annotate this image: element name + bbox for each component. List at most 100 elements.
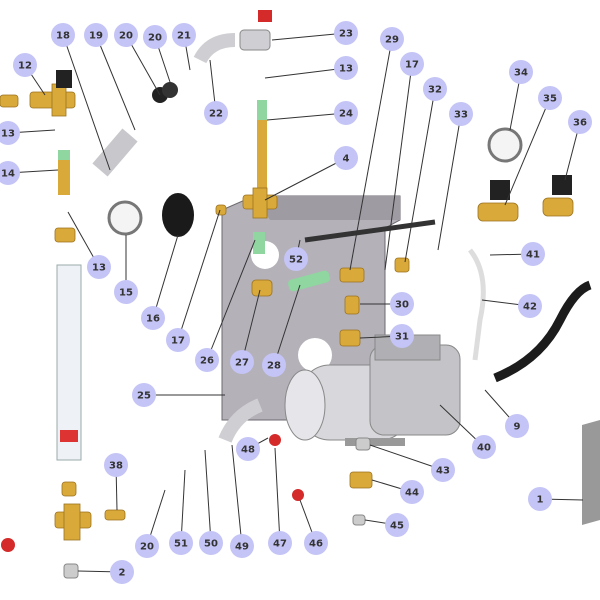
- callout-number: 41: [526, 250, 540, 261]
- callout-circle: [334, 56, 358, 80]
- callout-circle: [431, 458, 455, 482]
- callout-46: 46: [299, 499, 328, 555]
- callout-17: 17: [384, 52, 424, 271]
- leader-line: [264, 67, 347, 79]
- pipe-14-thread: [58, 150, 70, 160]
- solenoid-35: [490, 180, 510, 200]
- callout-22: 22: [204, 59, 228, 125]
- leader-line: [437, 113, 462, 251]
- callout-circle: [141, 306, 165, 330]
- leader-line: [177, 209, 221, 341]
- callout-number: 27: [235, 358, 249, 369]
- callout-1: 1: [528, 487, 584, 511]
- callout-circle: [380, 27, 404, 51]
- callout-circle: [110, 560, 134, 584]
- callout-43: 43: [369, 444, 455, 482]
- callout-18: 18: [51, 23, 111, 171]
- callout-34: 34: [509, 60, 533, 131]
- callout-circle: [334, 146, 358, 170]
- callout-number: 17: [405, 60, 419, 71]
- callout-49: 49: [230, 444, 254, 558]
- callout-circle: [236, 437, 260, 461]
- callout-circle: [230, 534, 254, 558]
- callout-21: 21: [172, 23, 196, 71]
- callout-number: 45: [390, 521, 404, 532]
- plate-top-bracket: [254, 196, 400, 220]
- callout-circle: [262, 353, 286, 377]
- leader-line: [384, 63, 413, 271]
- callout-20: 20: [143, 25, 173, 89]
- callout-number: 17: [171, 336, 185, 347]
- callout-20: 20: [135, 489, 166, 558]
- callout-circle: [528, 487, 552, 511]
- callout-circle: [423, 77, 447, 101]
- callout-circle: [472, 435, 496, 459]
- leader-line: [62, 34, 111, 171]
- leader-line: [206, 239, 256, 361]
- callout-circle: [449, 102, 473, 126]
- pressure-gauge-34: [487, 127, 523, 163]
- callout-circle: [132, 383, 156, 407]
- callout-number: 13: [1, 129, 15, 140]
- cap-16: [162, 193, 194, 237]
- leader-line: [369, 444, 444, 471]
- callout-number: 52: [289, 255, 303, 266]
- leader-line: [274, 447, 281, 544]
- callout-circle: [51, 23, 75, 47]
- callout-number: 51: [174, 539, 188, 550]
- leader-line: [504, 97, 551, 206]
- ball-valve-handle: [292, 489, 304, 501]
- callout-number: 35: [543, 94, 557, 105]
- callout-circle: [568, 110, 592, 134]
- brass-fittings: [0, 83, 574, 541]
- callout-number: 42: [523, 302, 537, 313]
- leader-line: [180, 469, 186, 544]
- callout-number: 44: [405, 488, 419, 499]
- callout-circle: [518, 294, 542, 318]
- callout-25: 25: [132, 383, 225, 407]
- leader-line: [271, 32, 347, 41]
- valve-handle-red: [258, 10, 272, 22]
- pipe-28: [288, 270, 330, 292]
- callout-number: 47: [273, 539, 287, 550]
- callout-30: 30: [360, 292, 414, 316]
- callout-number: 50: [204, 539, 218, 550]
- callout-circle: [538, 86, 562, 110]
- callout-circle: [509, 60, 533, 84]
- callout-circle: [390, 324, 414, 348]
- valve-12-head: [56, 70, 72, 88]
- plug-43: [355, 437, 371, 451]
- flow-tube-float: [60, 430, 78, 442]
- callout-9: 9: [484, 389, 529, 438]
- callout-circle: [166, 328, 190, 352]
- callout-number: 15: [119, 288, 133, 299]
- callout-12: 12: [13, 53, 46, 96]
- pipe-24: [257, 100, 267, 190]
- callout-number: 24: [339, 109, 353, 120]
- hose-white: [467, 248, 486, 361]
- callout-19: 19: [84, 23, 136, 131]
- pipe-14: [58, 150, 70, 195]
- callout-circle: [385, 513, 409, 537]
- plate-hole: [298, 338, 332, 372]
- callout-circle: [400, 480, 424, 504]
- callout-number: 29: [385, 35, 399, 46]
- camlock-18: [92, 128, 138, 177]
- callout-13: 13: [0, 121, 56, 145]
- callout-number: 32: [428, 85, 442, 96]
- callout-circle: [0, 161, 20, 185]
- callout-36: 36: [564, 110, 592, 181]
- callout-circle: [0, 121, 20, 145]
- callout-number: 12: [18, 61, 32, 72]
- callout-35: 35: [504, 86, 562, 206]
- callout-16: 16: [141, 234, 179, 330]
- callout-number: 28: [267, 361, 281, 372]
- callout-42: 42: [481, 294, 542, 318]
- callout-circle: [204, 101, 228, 125]
- callout-26: 26: [195, 239, 256, 372]
- ball-valve-handle: [269, 434, 281, 446]
- callout-circle: [334, 101, 358, 125]
- callout-31: 31: [359, 324, 414, 348]
